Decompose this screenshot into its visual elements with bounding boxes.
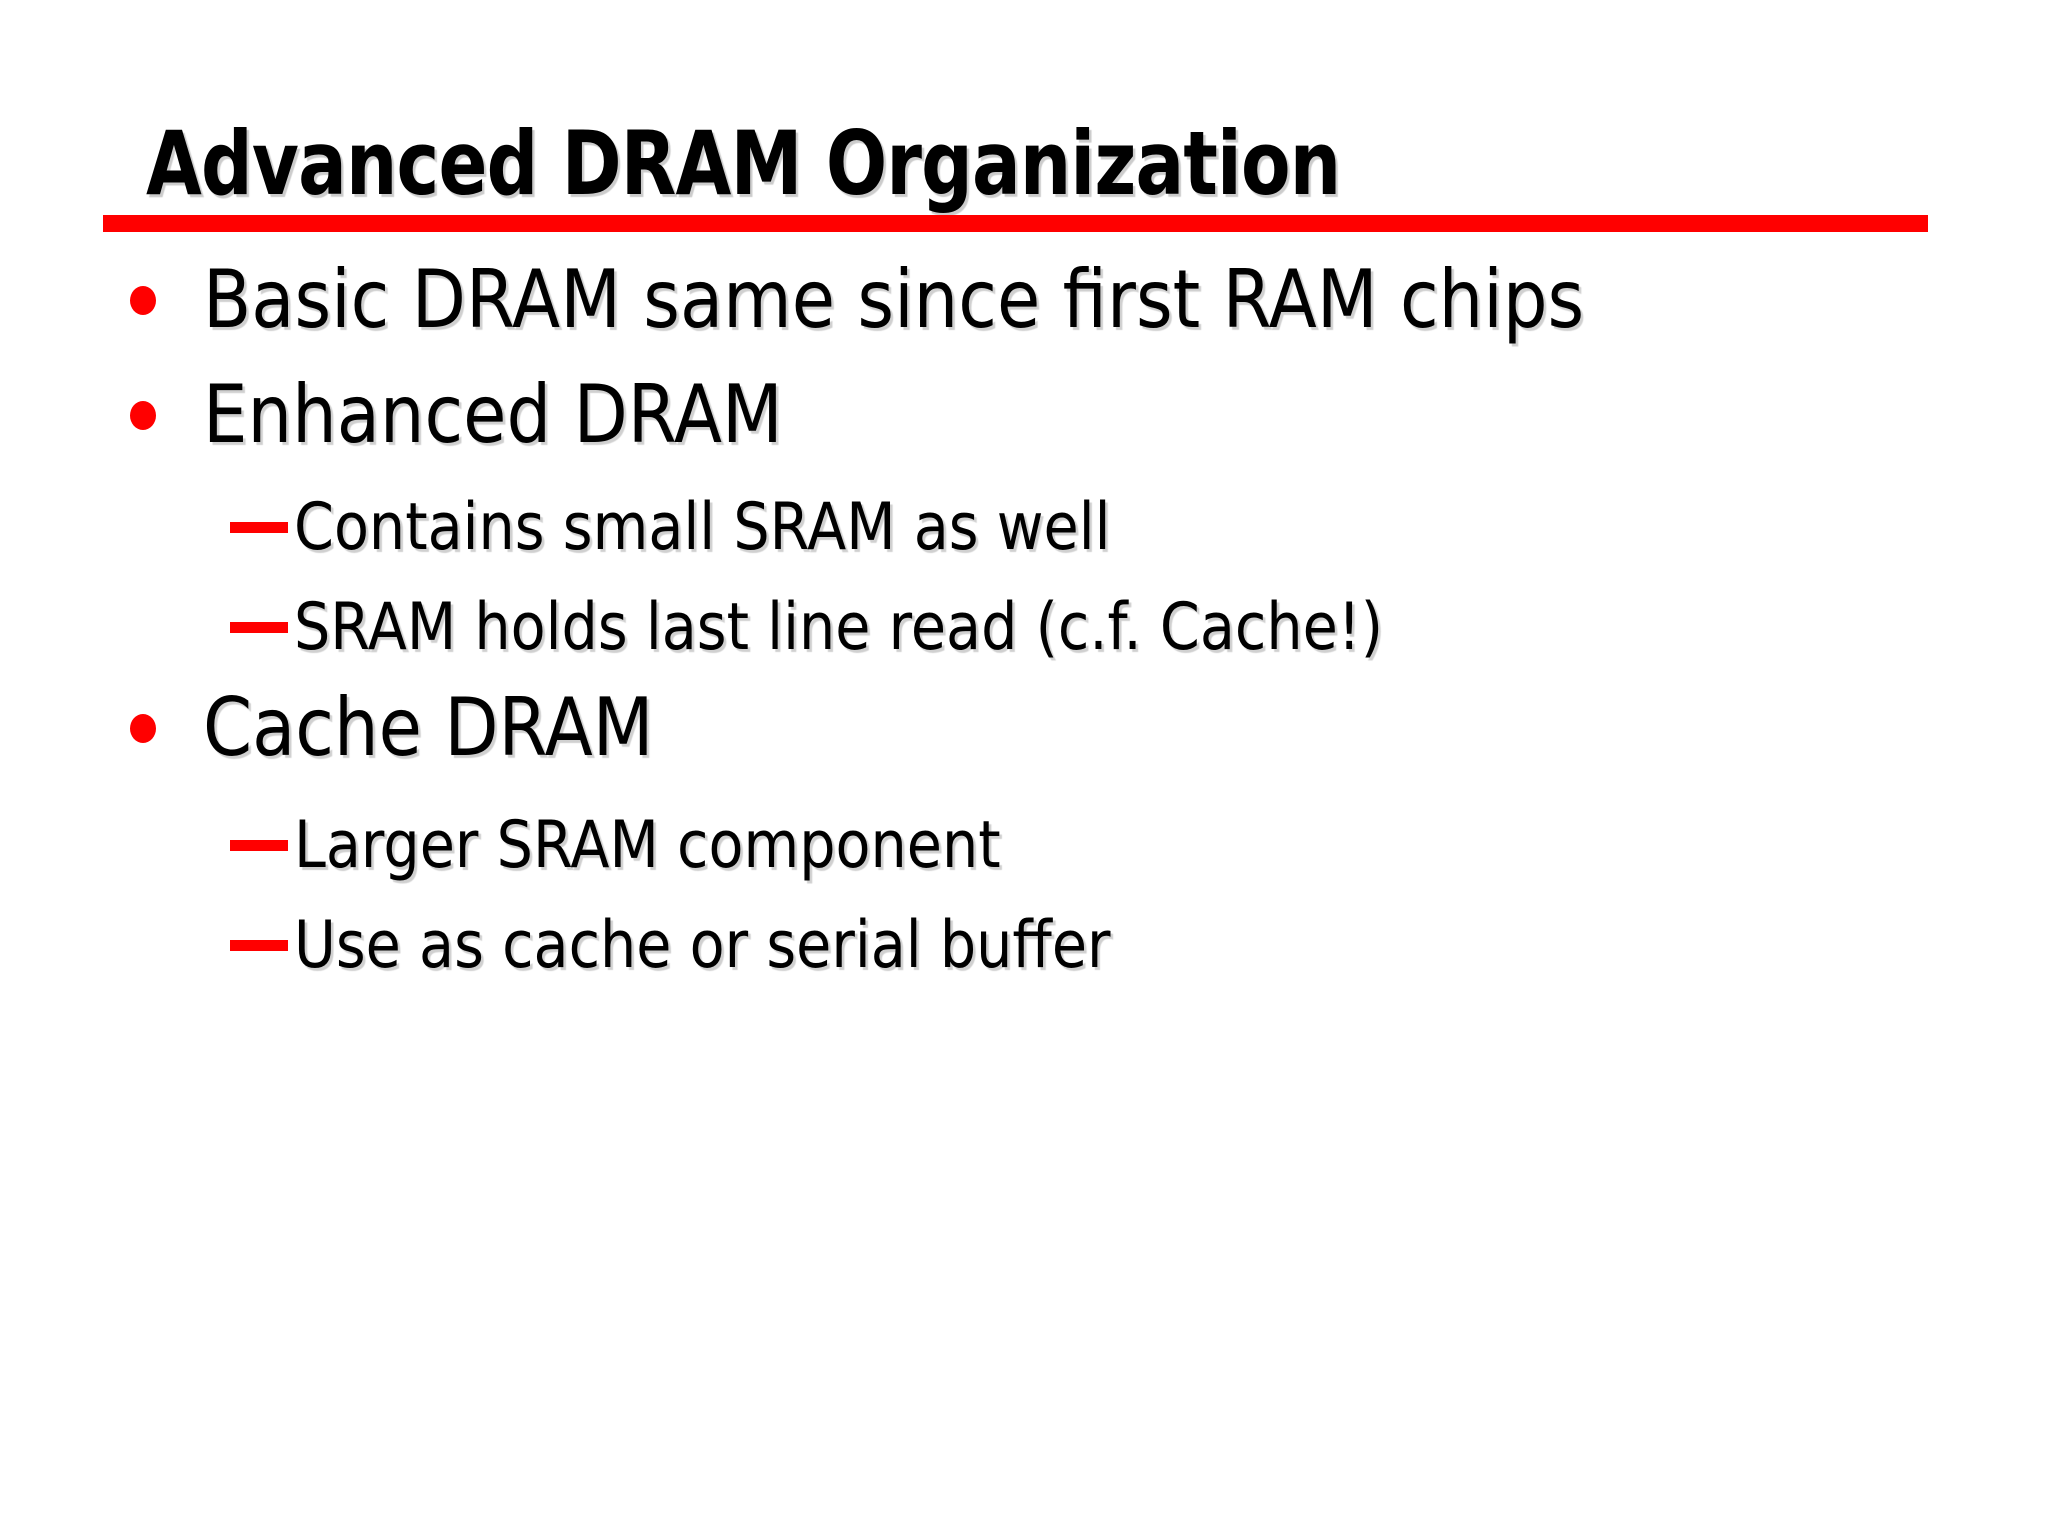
list-item: Larger SRAM component (0, 797, 2048, 893)
bullet-text: Basic DRAM same since first RAM chips (203, 253, 1585, 346)
dash-bullet-icon (230, 521, 288, 533)
list-item: Basic DRAM same since first RAM chips (0, 245, 2048, 355)
bullet-text: Enhanced DRAM (203, 368, 783, 461)
list-item: Contains small SRAM as well (0, 479, 2048, 575)
bullet-dot-icon (130, 400, 156, 430)
page-title: Advanced DRAM Organization (146, 112, 1341, 215)
dash-bullet-icon (230, 839, 288, 851)
bullet-dot-icon (130, 285, 156, 315)
dash-bullet-icon (230, 939, 288, 951)
bullet-text: Contains small SRAM as well (294, 489, 1111, 565)
bullet-text: SRAM holds last line read (c.f. Cache!) (294, 589, 1384, 665)
list-item: Cache DRAM (0, 673, 2048, 783)
bullet-text: Larger SRAM component (294, 807, 1001, 883)
bullet-text: Use as cache or serial buffer (294, 907, 1111, 983)
title-underline-rule (103, 215, 1928, 232)
dash-bullet-icon (230, 621, 288, 633)
list-item: Enhanced DRAM (0, 360, 2048, 470)
bullet-dot-icon (130, 713, 156, 743)
bullet-text: Cache DRAM (203, 681, 654, 774)
list-item: SRAM holds last line read (c.f. Cache!) (0, 579, 2048, 675)
list-item: Use as cache or serial buffer (0, 897, 2048, 993)
